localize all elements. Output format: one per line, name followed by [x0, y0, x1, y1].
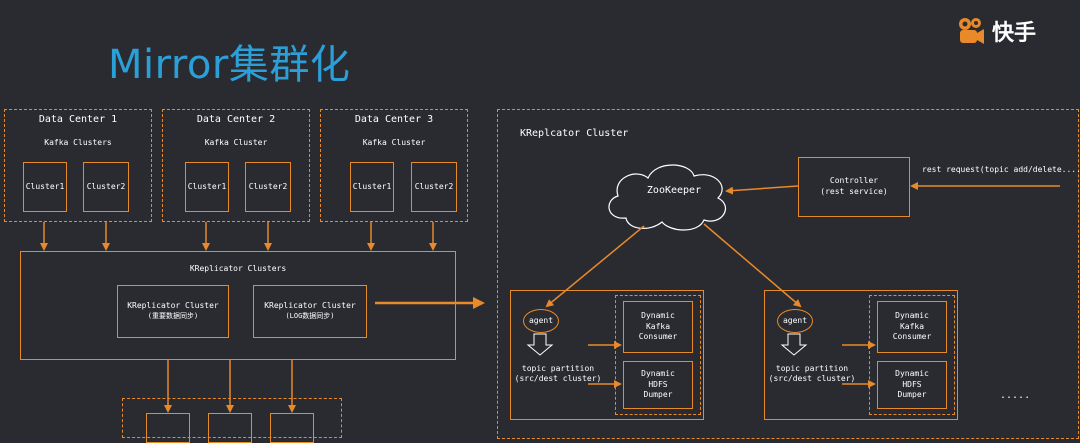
consumer-line: Kafka: [645, 321, 671, 331]
dumper-line: HDFS: [648, 379, 668, 389]
data-center-1: Data Center 1 Kafka Clusters Cluster1 Cl…: [4, 109, 152, 222]
cluster-label: Cluster2: [248, 181, 288, 191]
consumer-line: Kafka: [899, 321, 925, 331]
consumer-line: Dynamic: [895, 310, 929, 320]
agent-label: agent: [782, 315, 808, 325]
dumper-line: Dumper: [643, 390, 673, 400]
cluster-box: Cluster2: [83, 162, 129, 212]
consumer-line: Dynamic: [641, 310, 675, 320]
kreplicator-cluster-name: KReplicator Cluster: [127, 301, 219, 311]
rest-request-label: rest request(topic add/delete....): [922, 165, 1080, 174]
data-center-3: Data Center 3 Kafka Cluster Cluster1 Clu…: [320, 109, 468, 222]
topic-partition-label: topic partition: [775, 364, 849, 373]
cluster-label: Cluster2: [414, 181, 454, 191]
kreplicator-clusters-title: KReplicator Clusters: [189, 264, 287, 273]
krepl-cluster-title: KReplcator Cluster: [520, 128, 629, 139]
data-center-subtitle: Kafka Cluster: [204, 138, 268, 147]
logo-text: 快手: [992, 21, 1037, 46]
data-center-subtitle: Kafka Cluster: [362, 138, 426, 147]
data-center-title: Data Center 3: [354, 114, 434, 125]
worker-node-1: agent topic partition (src/dest cluster)…: [510, 290, 704, 420]
cluster-box: Cluster2: [411, 162, 457, 212]
dumper-line: Dumper: [897, 390, 927, 400]
cluster-box: Cluster1: [350, 162, 394, 212]
kuaishou-logo-icon: [959, 18, 984, 44]
worker-node-2: agent topic partition (src/dest cluster)…: [764, 290, 958, 420]
data-center-title: Data Center 1: [38, 114, 118, 125]
agent-circle: agent: [777, 309, 813, 333]
cluster-box: Cluster2: [245, 162, 291, 212]
topic-partition-note: (src/dest cluster): [768, 374, 856, 383]
controller-note: (rest service): [820, 187, 888, 196]
kreplicator-cluster-note: (重要数据同步): [147, 312, 199, 321]
cluster-box: Cluster1: [185, 162, 229, 212]
zookeeper-label: ZooKeeper: [646, 185, 702, 196]
data-center-subtitle: Kafka Clusters: [44, 138, 112, 147]
cluster-label: Cluster1: [187, 181, 227, 191]
target-cluster-box: [270, 413, 314, 443]
topic-partition-note: (src/dest cluster): [514, 374, 602, 383]
cluster-box: Cluster1: [23, 162, 67, 212]
more-nodes-ellipsis: .....: [1000, 390, 1031, 401]
consumer-dumper-group: [615, 295, 701, 415]
consumer-line: Consumer: [892, 332, 932, 342]
target-cluster-box: [208, 413, 252, 443]
cluster-label: Cluster2: [86, 181, 126, 191]
consumer-dumper-group: [869, 295, 955, 415]
consumer-line: Consumer: [638, 332, 678, 342]
data-center-2: Data Center 2 Kafka Cluster Cluster1 Clu…: [162, 109, 310, 222]
controller-box: Controller (rest service): [798, 157, 910, 217]
hdfs-dumper-box: Dynamic HDFS Dumper: [623, 361, 693, 409]
dumper-line: HDFS: [902, 379, 922, 389]
kreplicator-cluster-note: (LOG数据同步): [285, 312, 335, 321]
dumper-line: Dynamic: [895, 368, 929, 378]
dumper-line: Dynamic: [641, 368, 675, 378]
kafka-consumer-box: Dynamic Kafka Consumer: [877, 301, 947, 353]
agent-label: agent: [528, 315, 554, 325]
cluster-label: Cluster1: [25, 181, 65, 191]
cluster-label: Cluster1: [352, 181, 392, 191]
hdfs-dumper-box: Dynamic HDFS Dumper: [877, 361, 947, 409]
kreplicator-cluster-important: KReplicator Cluster (重要数据同步): [117, 285, 229, 338]
data-center-title: Data Center 2: [196, 114, 276, 125]
agent-circle: agent: [523, 309, 559, 333]
logo: 快手: [956, 14, 1036, 48]
kreplicator-cluster-log: KReplicator Cluster (LOG数据同步): [253, 285, 367, 338]
controller-name: Controller: [829, 176, 879, 186]
kreplicator-clusters: KReplicator Clusters KReplicator Cluster…: [20, 251, 456, 360]
kafka-consumer-box: Dynamic Kafka Consumer: [623, 301, 693, 353]
target-cluster-box: [146, 413, 190, 443]
page-title: Mirror集群化: [108, 42, 351, 88]
kreplicator-cluster-name: KReplicator Cluster: [264, 301, 356, 311]
topic-partition-label: topic partition: [521, 364, 595, 373]
